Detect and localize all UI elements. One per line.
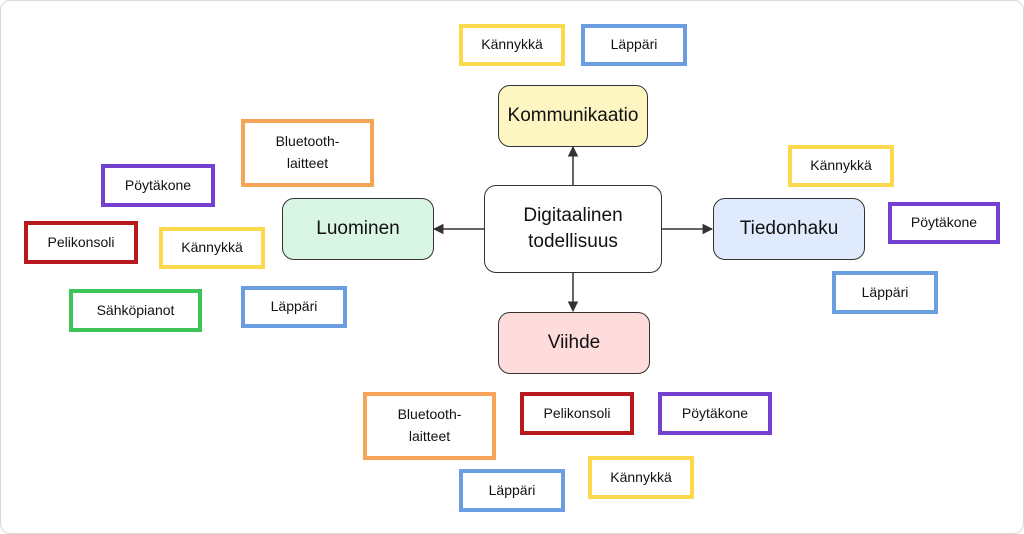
branch-viihde-label: Viihde: [547, 332, 601, 354]
device-label: Läppäri: [488, 481, 536, 498]
device-bluetooth-laitteet[interactable]: Bluetooth-laitteet: [241, 119, 374, 187]
device-label: Kännykkä: [481, 36, 543, 53]
device-label: Bluetooth-laitteet: [275, 133, 340, 171]
device-poytakone[interactable]: Pöytäkone: [888, 202, 1000, 244]
device-label: Kännykkä: [181, 239, 243, 256]
device-label: Kännykkä: [810, 157, 872, 174]
branch-luominen-label: Luominen: [316, 218, 400, 240]
device-sahkopianot[interactable]: Sähköpianot: [69, 289, 202, 332]
device-label: Läppäri: [610, 36, 658, 53]
device-lappari[interactable]: Läppäri: [459, 469, 565, 512]
device-lappari[interactable]: Läppäri: [241, 286, 347, 328]
branch-tiedonhaku-label: Tiedonhaku: [739, 218, 839, 240]
device-label: Bluetooth-laitteet: [397, 406, 462, 444]
device-label: Kännykkä: [610, 468, 672, 485]
device-label: Läppäri: [861, 283, 909, 300]
device-kannykka[interactable]: Kännykkä: [159, 227, 265, 269]
center-node-label: Digitaalinen todellisuus: [523, 205, 623, 252]
device-pelikonsoli[interactable]: Pelikonsoli: [520, 392, 634, 435]
device-kannykka[interactable]: Kännykkä: [588, 456, 694, 499]
branch-kommunikaatio[interactable]: Kommunikaatio: [498, 85, 648, 147]
device-label: Pelikonsoli: [543, 404, 611, 421]
device-kannykka[interactable]: Kännykkä: [459, 24, 565, 66]
branch-kommunikaatio-label: Kommunikaatio: [507, 105, 639, 127]
branch-luominen[interactable]: Luominen: [282, 198, 434, 260]
device-label: Sähköpianot: [96, 301, 175, 318]
branch-tiedonhaku[interactable]: Tiedonhaku: [713, 198, 865, 260]
device-lappari[interactable]: Läppäri: [581, 24, 687, 66]
device-poytakone[interactable]: Pöytäkone: [658, 392, 772, 435]
center-node[interactable]: Digitaalinen todellisuus: [484, 185, 662, 273]
device-lappari[interactable]: Läppäri: [832, 271, 938, 314]
device-label: Pöytäkone: [910, 214, 978, 231]
device-label: Pöytäkone: [681, 404, 749, 421]
device-kannykka[interactable]: Kännykkä: [788, 145, 894, 187]
branch-viihde[interactable]: Viihde: [498, 312, 650, 374]
device-pelikonsoli[interactable]: Pelikonsoli: [24, 221, 138, 264]
device-label: Läppäri: [270, 298, 318, 315]
device-bluetooth-laitteet[interactable]: Bluetooth-laitteet: [363, 392, 496, 460]
device-label: Pöytäkone: [124, 176, 192, 193]
device-label: Pelikonsoli: [47, 233, 115, 250]
device-poytakone[interactable]: Pöytäkone: [101, 164, 215, 207]
